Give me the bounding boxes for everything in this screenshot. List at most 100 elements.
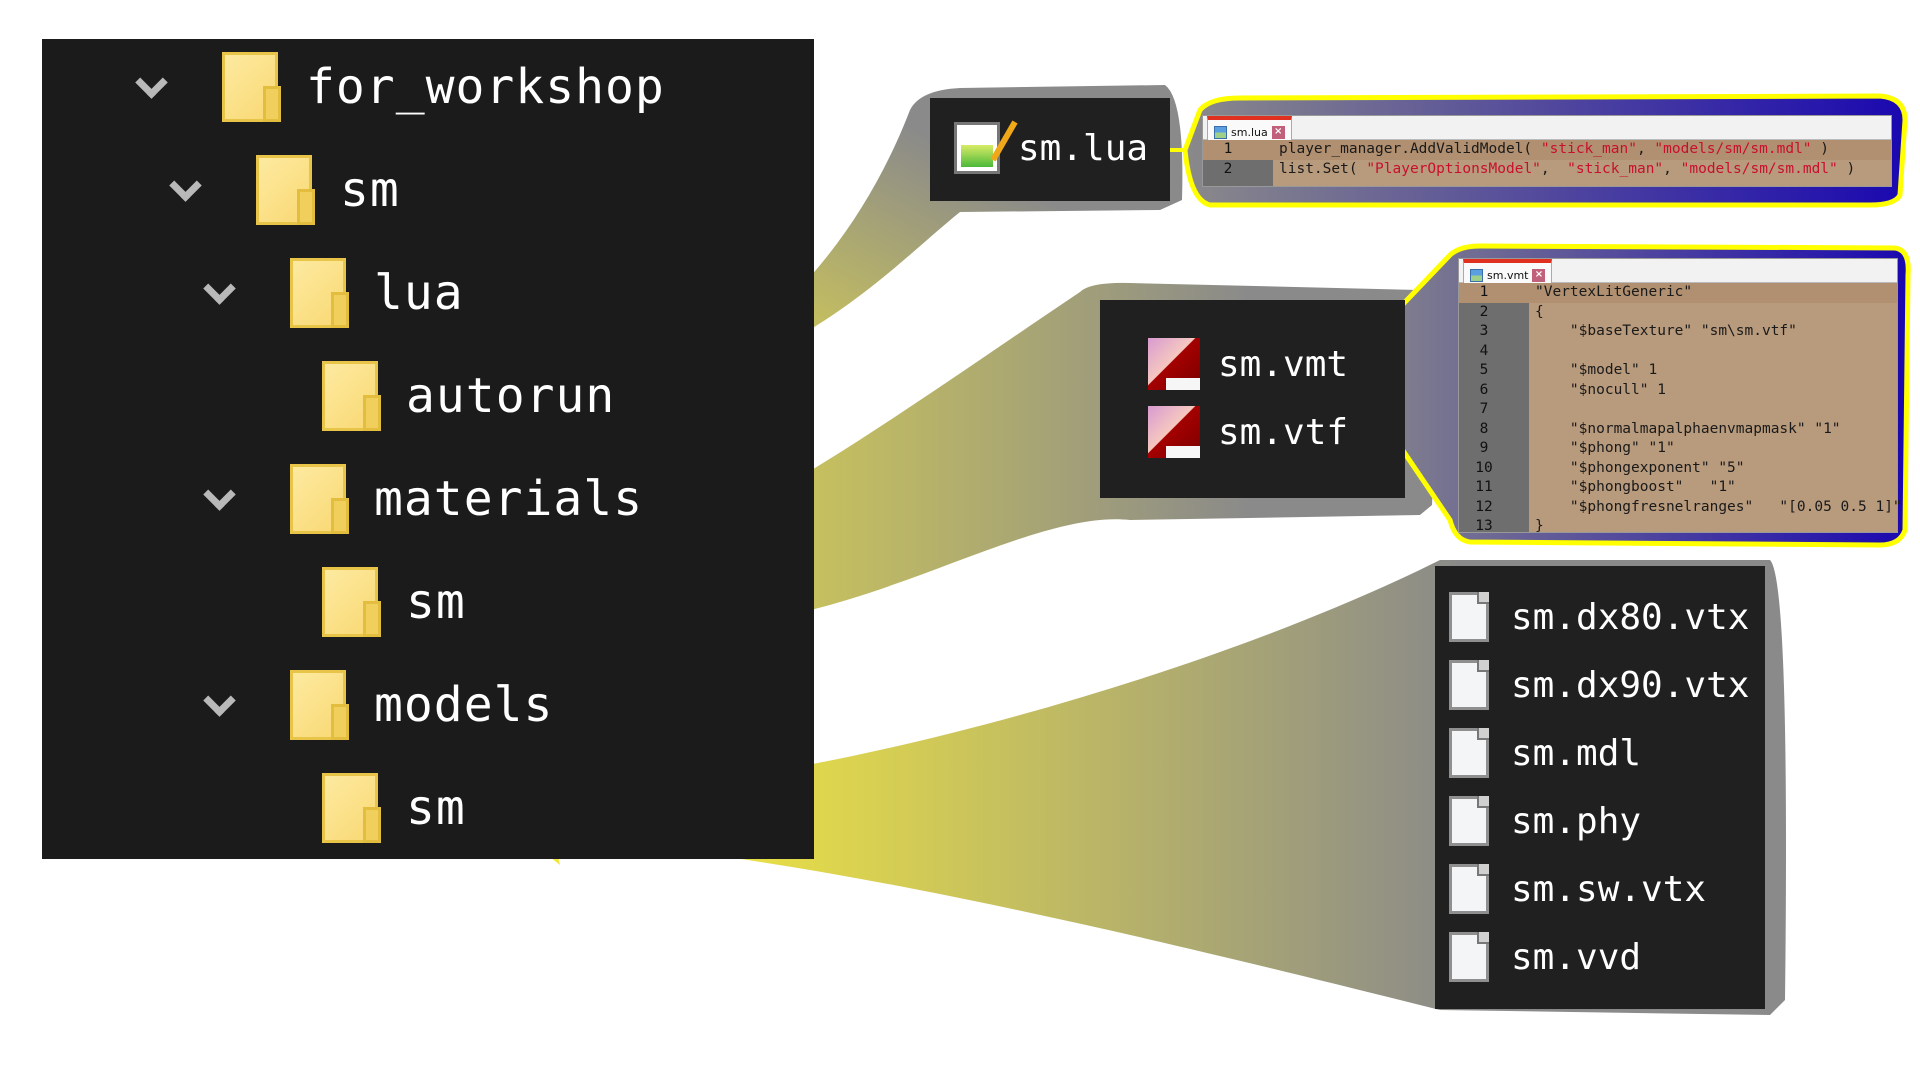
line-text: "$phongfresnelranges" "[0.05 0.5 1]" [1535,498,1902,515]
line-number: 10 [1475,459,1493,476]
folder-icon [290,464,349,534]
save-icon [1470,268,1483,282]
models-file-box: sm.dx80.vtx sm.dx90.vtx sm.mdl sm.phy sm.sw.… [1435,566,1765,1009]
tree-node-lua[interactable]: lua [198,253,464,333]
folder-icon [290,670,349,740]
file-icon [1449,796,1489,846]
editor-tab[interactable]: sm.lua × [1207,116,1292,140]
texture-icon [1148,406,1200,458]
tree-node-autorun[interactable]: autorun [322,356,615,436]
folder-icon [256,155,315,225]
file-item[interactable]: sm.vtf [1148,406,1348,458]
file-item[interactable]: sm.mdl [1449,728,1641,778]
lua-file-box: sm.lua [930,98,1170,201]
folder-tree: for_workshop sm lua autorun materials sm… [42,39,814,859]
tree-node-models[interactable]: models [198,665,553,745]
tree-node-sm[interactable]: sm [164,150,400,230]
chevron-down-icon[interactable] [198,685,238,725]
file-item[interactable]: sm.phy [1449,796,1641,846]
texture-icon [1148,338,1200,390]
file-name: sm.mdl [1511,732,1642,774]
editor-tabbar: sm.vmt × [1459,259,1897,283]
line-number: 12 [1475,498,1493,515]
chevron-down-icon[interactable] [130,67,170,107]
code-line: 2{ [1459,303,1897,323]
code-line: 13} [1459,517,1897,537]
notepad-icon [954,122,1000,174]
file-item[interactable]: sm.vvd [1449,932,1641,982]
line-number: 1 [1479,284,1489,300]
code-line: 1 player_manager.AddValidModel( "stick_ma… [1203,140,1891,160]
line-number: 2 [1223,160,1233,177]
line-gutter [1459,283,1529,532]
editor-tabbar: sm.lua × [1203,116,1891,140]
folder-icon [322,567,381,637]
line-number: 11 [1475,479,1493,495]
code-area[interactable]: 1 player_manager.AddValidModel( "stick_ma… [1203,140,1891,186]
close-icon[interactable]: × [1532,268,1546,282]
file-icon [1449,932,1489,982]
file-item[interactable]: sm.dx80.vtx [1449,592,1749,642]
line-number: 9 [1479,440,1489,456]
file-item[interactable]: sm.sw.vtx [1449,864,1706,914]
code-line: 7 [1459,400,1897,420]
line-number: 1 [1223,141,1233,157]
folder-icon [322,773,381,843]
tree-node-for-workshop[interactable]: for_workshop [130,47,665,127]
chevron-down-icon[interactable] [164,170,204,210]
code-line: 2 list.Set( "PlayerOptionsModel", "stick_… [1203,160,1891,180]
editor-tab[interactable]: sm.vmt × [1463,259,1553,283]
code-line: 1 "VertexLitGeneric" [1459,283,1897,303]
line-text: "$phongexponent" "5" [1535,459,1745,476]
line-text: "VertexLitGeneric" [1535,284,1693,300]
line-number: 8 [1479,420,1489,437]
file-item[interactable]: sm.dx90.vtx [1449,660,1749,710]
line-number: 3 [1479,323,1489,339]
code-line: 9 "$phong" "1" [1459,439,1897,459]
chevron-down-icon[interactable] [198,479,238,519]
file-item[interactable]: sm.vmt [1148,338,1348,390]
lua-editor: sm.lua × 1 player_manager.AddValidModel( … [1202,115,1892,187]
code-line: 11 "$phongboost" "1" [1459,478,1897,498]
line-number: 2 [1479,303,1489,320]
file-icon [1449,592,1489,642]
line-text: "$model" 1 [1535,362,1658,378]
tree-node-materials[interactable]: materials [198,459,643,539]
line-text: "$normalmapalphaenvmapmask" "1" [1535,420,1841,437]
line-text: list.Set( "PlayerOptionsModel", "stick_m… [1279,160,1856,177]
folder-icon [322,361,381,431]
line-text: { [1535,303,1544,320]
line-number: 13 [1475,518,1493,534]
line-text: } [1535,518,1544,534]
file-item[interactable]: sm.lua [954,122,1148,174]
line-text: "$phong" "1" [1535,440,1675,456]
file-name: sm.vvd [1511,936,1642,978]
tree-node-materials-sm[interactable]: sm [322,562,466,642]
close-icon[interactable]: × [1271,125,1285,139]
file-name: sm.dx80.vtx [1511,596,1750,638]
code-line: 3 "$baseTexture" "sm\sm.vtf" [1459,322,1897,342]
code-area[interactable]: 1"VertexLitGeneric"2{3 "$baseTexture" "s… [1459,283,1902,534]
line-text: "$nocull" 1 [1535,381,1666,398]
file-name: sm.phy [1511,800,1642,842]
materials-file-box: sm.vmt sm.vtf [1100,300,1405,498]
line-text: "$baseTexture" "sm\sm.vtf" [1535,323,1797,339]
line-number: 7 [1479,401,1489,417]
code-line: 6 "$nocull" 1 [1459,381,1897,401]
code-line: 5 "$model" 1 [1459,361,1897,381]
line-text: player_manager.AddValidModel( "stick_man… [1279,141,1830,157]
folder-icon [290,258,349,328]
line-number: 4 [1479,342,1489,359]
file-name: sm.dx90.vtx [1511,664,1750,706]
save-icon [1214,125,1227,139]
folder-icon [222,52,281,122]
vmt-editor: sm.vmt × 1"VertexLitGeneric"2{3 "$baseTe… [1458,258,1902,534]
file-icon [1449,864,1489,914]
code-line: 4 [1459,342,1897,362]
line-number: 6 [1479,381,1489,398]
code-line: 8 "$normalmapalphaenvmapmask" "1" [1459,420,1897,440]
chevron-down-icon[interactable] [198,273,238,313]
tree-node-models-sm[interactable]: sm [322,768,466,848]
code-line: 10 "$phongexponent" "5" [1459,459,1897,479]
file-icon [1449,660,1489,710]
